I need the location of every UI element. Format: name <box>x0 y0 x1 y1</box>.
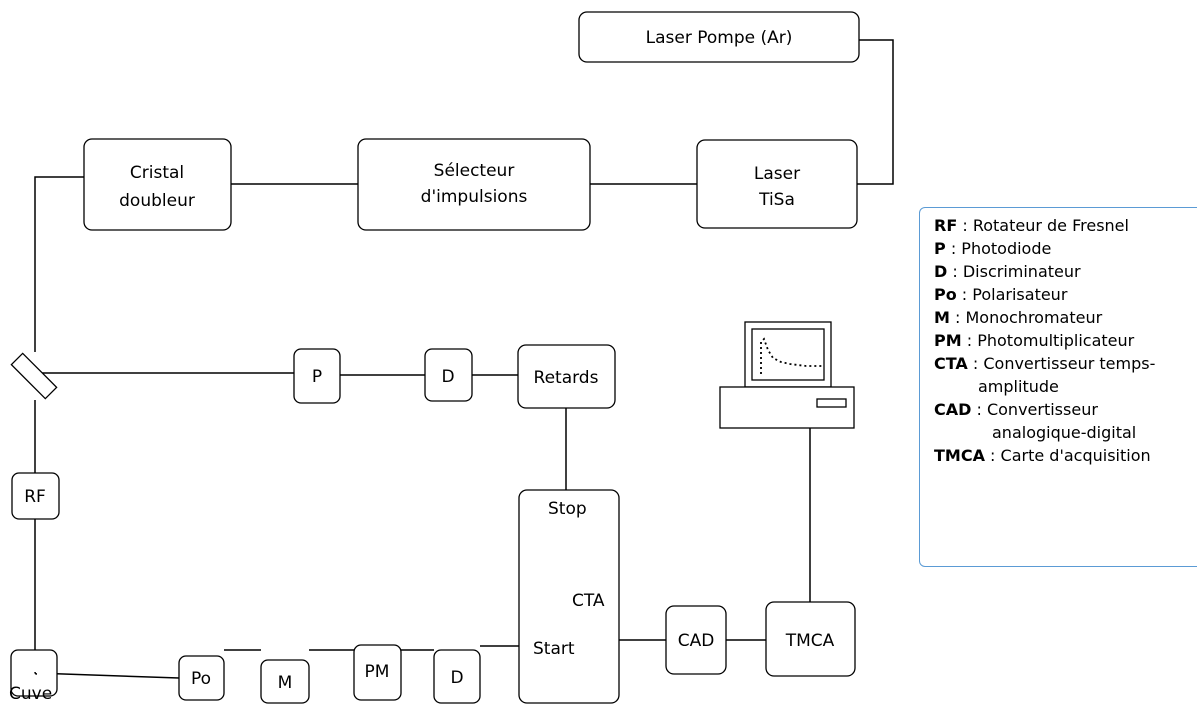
legend-row-tmca: TMCA : Carte d'acquisition <box>934 446 1151 465</box>
d-top-label: D <box>441 367 454 387</box>
pm-box: PM <box>353 644 402 701</box>
m-label: M <box>278 673 293 693</box>
legend-row-pm: PM : Photomultiplicateur <box>934 331 1135 350</box>
selecteur-label-2: d'impulsions <box>421 187 528 207</box>
legend-row-d: D : Discriminateur <box>934 262 1081 281</box>
tmca-label: TMCA <box>785 631 835 651</box>
beam-splitter <box>10 352 58 400</box>
p-box: P <box>293 348 341 404</box>
legend-row-m: M : Monochromateur <box>934 308 1103 327</box>
cad-label: CAD <box>678 631 715 651</box>
laser-tisa-box: Laser TiSa <box>696 139 858 229</box>
wire-cuve-to-po <box>34 672 180 679</box>
legend-row-cad: CAD : Convertisseur <box>934 400 1098 419</box>
selecteur-label-1: Sélecteur <box>434 161 515 181</box>
d-bottom-box: D <box>433 649 481 704</box>
legend-row-p: P : Photodiode <box>934 239 1052 258</box>
cristal-label-2: doubleur <box>119 191 195 211</box>
tmca-box: TMCA <box>765 601 856 677</box>
legend-row-cad-continued: analogique-digital <box>992 423 1137 442</box>
cta-start-label: Start <box>533 639 575 659</box>
cristal-box: Cristal doubleur <box>83 138 232 231</box>
cta-stop-label: Stop <box>548 499 587 519</box>
legend-row-po: Po : Polarisateur <box>934 285 1068 304</box>
m-box: M <box>260 659 310 704</box>
po-box: Po <box>178 655 225 701</box>
cristal-label-1: Cristal <box>130 163 184 183</box>
legend-row-cta: CTA : Convertisseur temps- <box>934 354 1156 373</box>
d-top-box: D <box>424 348 473 402</box>
p-label: P <box>312 367 322 387</box>
computer-icon <box>719 321 855 429</box>
legend-row-cta-continued: amplitude <box>978 377 1059 396</box>
legend-box: RF : Rotateur de Fresnel P : Photodiode … <box>919 207 1197 567</box>
cuve-box <box>10 649 58 697</box>
cta-box: Stop CTA Start <box>518 489 620 704</box>
cad-box: CAD <box>665 605 727 675</box>
cuve-label: Cuve <box>9 684 52 704</box>
laser-tisa-label-1: Laser <box>754 164 800 184</box>
cta-label: CTA <box>572 591 605 611</box>
laser-pompe-label: Laser Pompe (Ar) <box>646 28 793 48</box>
pm-label: PM <box>365 662 390 682</box>
rf-box: RF <box>11 472 60 520</box>
wire-pump-to-tisa <box>857 39 894 185</box>
legend-row-rf: RF : Rotateur de Fresnel <box>934 216 1129 235</box>
retards-box: Retards <box>517 344 616 409</box>
d-bottom-label: D <box>450 668 463 688</box>
retards-label: Retards <box>534 368 599 388</box>
wire-crystal-to-splitter <box>34 176 84 352</box>
laser-tisa-label-2: TiSa <box>758 190 795 210</box>
laser-pompe-box: Laser Pompe (Ar) <box>578 11 860 63</box>
po-label: Po <box>191 669 211 689</box>
rf-label: RF <box>24 487 46 507</box>
connections <box>34 39 894 679</box>
selecteur-box: Sélecteur d'impulsions <box>357 138 591 231</box>
